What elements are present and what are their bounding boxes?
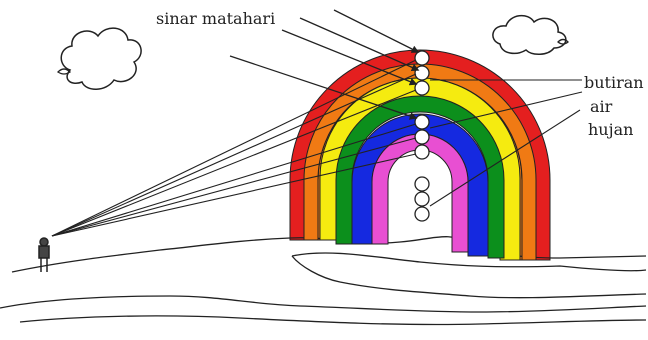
sunlight-label: sinar matahari bbox=[156, 11, 275, 27]
raindrop-label-line2: air bbox=[590, 99, 612, 115]
bird-right bbox=[558, 40, 568, 45]
cloud-right bbox=[493, 16, 566, 55]
cloud-left bbox=[61, 28, 141, 89]
raindrop-label-line3: hujan bbox=[588, 122, 633, 138]
raindrops bbox=[415, 51, 429, 221]
raindrop-label-line1: butiran bbox=[584, 75, 644, 91]
